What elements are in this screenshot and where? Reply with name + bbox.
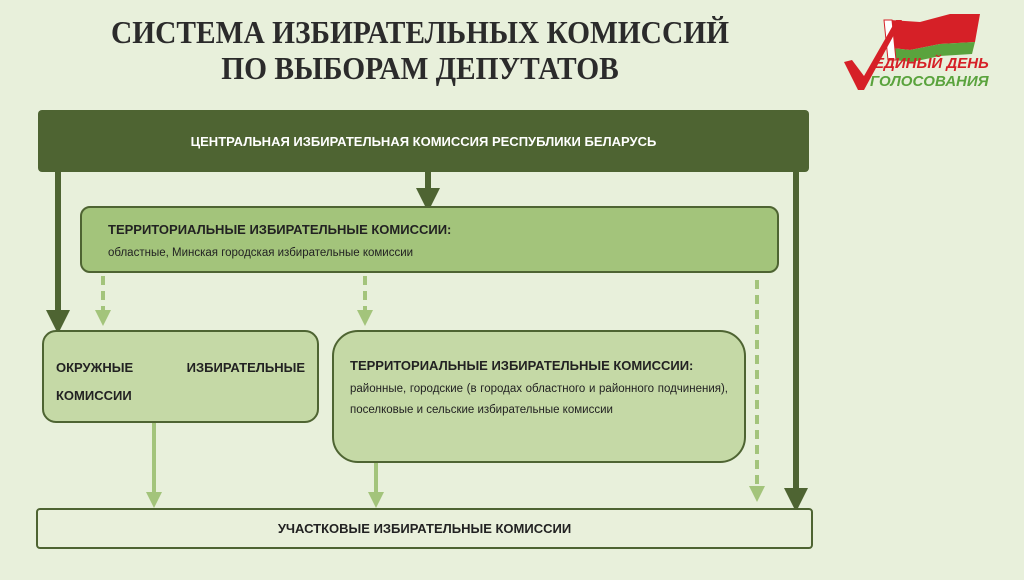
title-line-1: СИСТЕМА ИЗБИРАТЕЛЬНЫХ КОМИССИЙ — [110, 14, 730, 50]
svg-text:ГОЛОСОВАНИЯ: ГОЛОСОВАНИЯ — [870, 73, 990, 90]
territorial-regional-commissions-box: ТЕРРИТОРИАЛЬНЫЕ ИЗБИРАТЕЛЬНЫЕ КОМИССИИ: … — [80, 206, 779, 273]
central-election-commission-box: ЦЕНТРАЛЬНАЯ ИЗБИРАТЕЛЬНАЯ КОМИССИЯ РЕСПУ… — [38, 110, 809, 172]
cec-label: ЦЕНТРАЛЬНАЯ ИЗБИРАТЕЛЬНАЯ КОМИССИЯ РЕСПУ… — [190, 133, 657, 149]
territorial-local-text: районные, городские (в городах областног… — [350, 383, 728, 416]
precinct-commissions-box: УЧАСТКОВЫЕ ИЗБИРАТЕЛЬНЫЕ КОМИССИИ — [36, 508, 813, 549]
district-commissions-box: ОКРУЖНЫЕ ИЗБИРАТЕЛЬНЫЕ КОМИССИИ — [42, 330, 319, 423]
district-label: ОКРУЖНЫЕ ИЗБИРАТЕЛЬНЫЕ КОМИССИИ — [56, 360, 305, 403]
territorial-local-heading: ТЕРРИТОРИАЛЬНЫЕ ИЗБИРАТЕЛЬНЫЕ КОМИССИИ: — [350, 358, 694, 373]
precinct-label: УЧАСТКОВЫЕ ИЗБИРАТЕЛЬНЫЕ КОМИССИИ — [277, 521, 572, 536]
page-title: СИСТЕМА ИЗБИРАТЕЛЬНЫХ КОМИССИЙ ПО ВЫБОРА… — [89, 14, 751, 86]
svg-text:ЕДИНЫЙ ДЕНЬ: ЕДИНЫЙ ДЕНЬ — [874, 54, 989, 72]
territorial-local-commissions-box: ТЕРРИТОРИАЛЬНЫЕ ИЗБИРАТЕЛЬНЫЕ КОМИССИИ: … — [332, 330, 746, 463]
territorial-regional-text: областные, Минская городская избирательн… — [108, 247, 414, 259]
election-day-logo: ЕДИНЫЙ ДЕНЬ ГОЛОСОВАНИЯ — [844, 14, 990, 90]
territorial-regional-heading: ТЕРРИТОРИАЛЬНЫЕ ИЗБИРАТЕЛЬНЫЕ КОМИССИИ: — [108, 222, 452, 237]
title-line-2: ПО ВЫБОРАМ ДЕПУТАТОВ — [221, 50, 619, 86]
